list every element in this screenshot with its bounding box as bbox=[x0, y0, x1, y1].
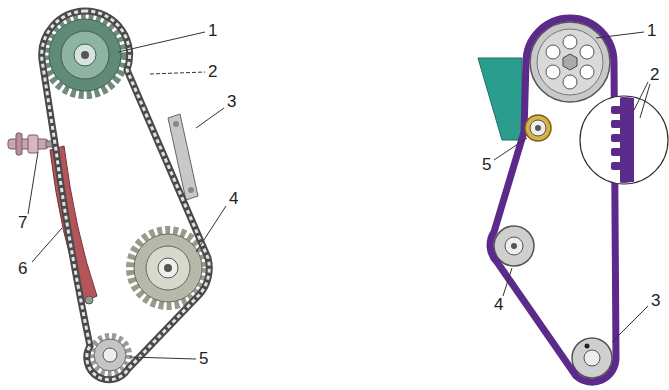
callout-number: 2 bbox=[208, 63, 217, 81]
chain-drive bbox=[8, 11, 226, 380]
guide-bolt bbox=[173, 121, 179, 127]
belt-detail bbox=[580, 90, 668, 190]
crankshaft-sprocket bbox=[91, 336, 129, 374]
callout-number: 4 bbox=[229, 190, 238, 208]
callout-number: 3 bbox=[227, 93, 236, 111]
callout-number: 6 bbox=[18, 260, 27, 278]
chain-guide bbox=[168, 114, 198, 200]
shoe-pivot bbox=[85, 296, 93, 304]
callout-number: 5 bbox=[482, 156, 491, 174]
callout-number: 1 bbox=[647, 22, 656, 40]
callout-number: 3 bbox=[651, 292, 660, 310]
chain-links bbox=[42, 11, 210, 380]
timing-chain bbox=[42, 11, 210, 380]
callout-number: 4 bbox=[494, 296, 503, 314]
crankshaft-pulley bbox=[572, 338, 612, 378]
timing-belt bbox=[490, 18, 616, 382]
bracket bbox=[478, 58, 522, 140]
callout-number: 5 bbox=[199, 350, 208, 368]
camshaft-pulley bbox=[530, 22, 610, 102]
belt-drive bbox=[478, 18, 668, 382]
leader-lines bbox=[28, 32, 226, 359]
callout-number: 1 bbox=[208, 22, 217, 40]
callout-number: 7 bbox=[18, 214, 27, 232]
leader-lines bbox=[494, 32, 650, 342]
chain-tensioner bbox=[8, 133, 56, 155]
camshaft-sprocket bbox=[45, 15, 125, 95]
belt-tensioner bbox=[525, 115, 551, 141]
guide-bolt bbox=[188, 187, 194, 193]
idler-pulley bbox=[494, 226, 534, 266]
callout-number: 2 bbox=[650, 66, 659, 84]
